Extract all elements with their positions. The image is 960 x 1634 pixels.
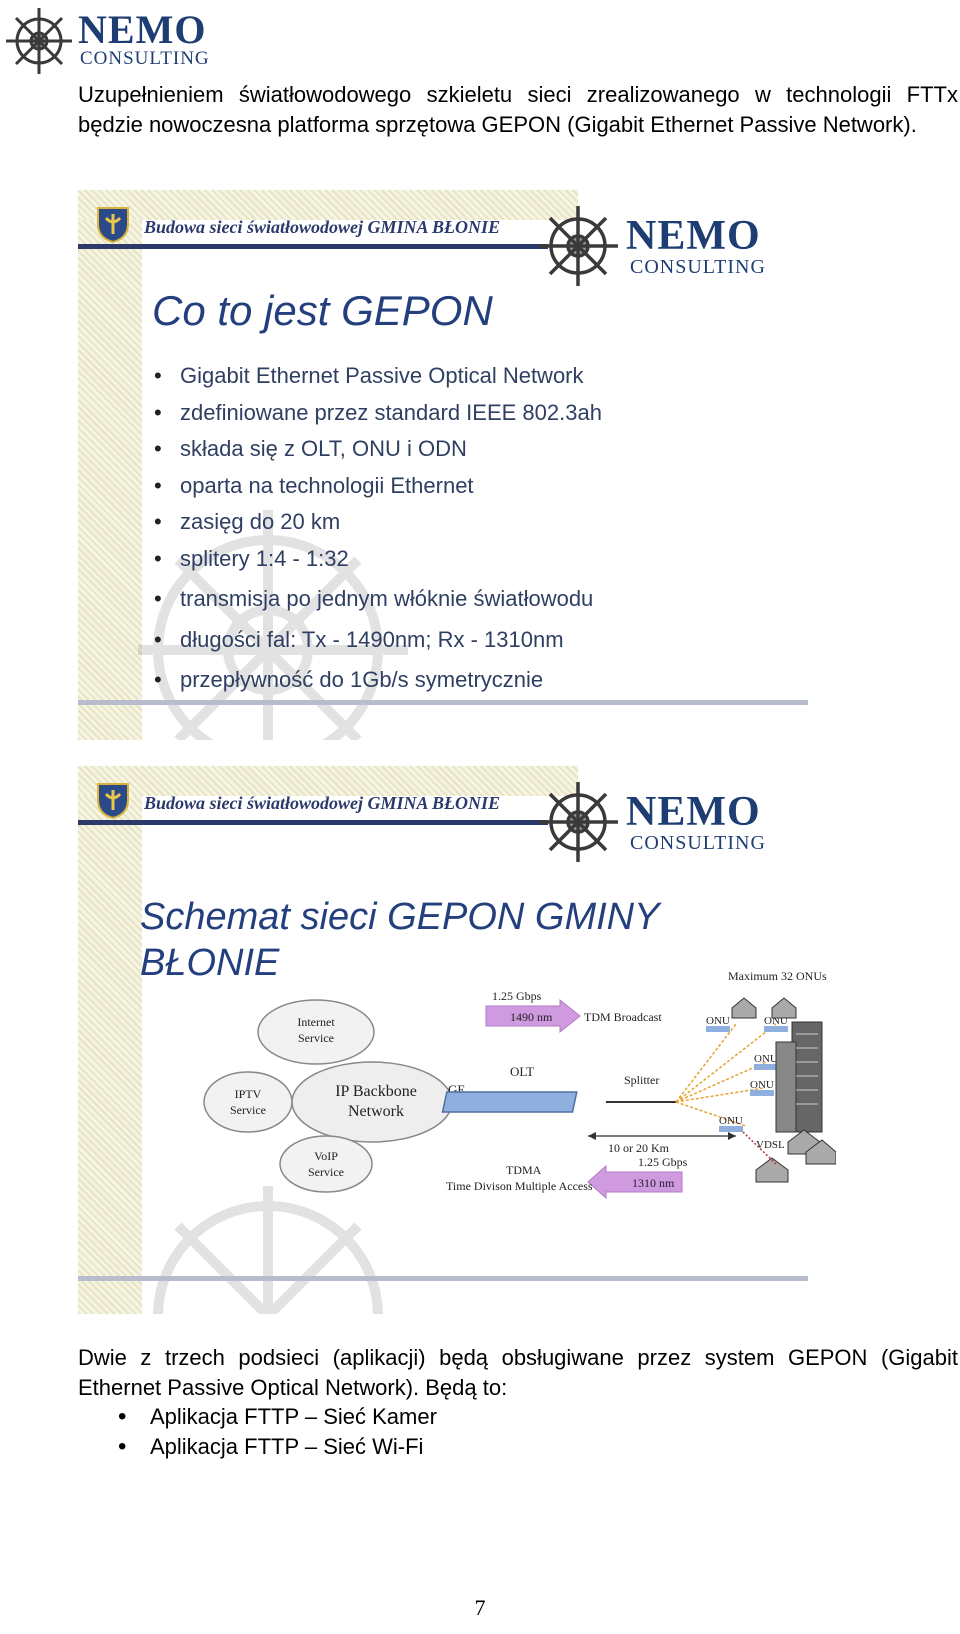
onu-device [750, 1090, 774, 1096]
slide-title: Schemat sieci GEPON GMINY BŁONIE [140, 894, 659, 986]
coat-of-arms-icon [97, 207, 129, 244]
slide-gepon-schema: Budowa sieci światłowodowej GMINA BŁONIE… [78, 766, 840, 1314]
slide-title-line2: BŁONIE [140, 942, 280, 984]
list-item: długości fal: Tx - 1490nm; Rx - 1310nm [154, 622, 602, 659]
backbone-label-2: Network [348, 1103, 404, 1120]
splitter-label: Splitter [624, 1073, 659, 1087]
onu-label: ONU [754, 1053, 778, 1065]
logo-consulting: CONSULTING [80, 48, 210, 69]
up-wave-label: 1310 nm [632, 1176, 675, 1190]
internet-label-1: Internet [297, 1015, 335, 1029]
list-item: oparta na technologii Ethernet [154, 468, 602, 505]
logo-nemo: NEMO [78, 7, 207, 52]
page-number: 7 [474, 1595, 486, 1620]
watermark-wheel-icon [153, 1186, 383, 1314]
onu-label: ONU [750, 1079, 774, 1091]
house-icon [731, 997, 836, 1183]
downstream-arrow [485, 998, 581, 1034]
slide-logo-nemo: NEMO [626, 789, 761, 835]
slide-logo-consulting: CONSULTING [630, 256, 766, 278]
olt-label: OLT [510, 1064, 534, 1079]
list-item: zdefiniowane przez standard IEEE 802.3ah [154, 395, 602, 432]
slide-subtitle: Budowa sieci światłowodowej GMINA BŁONIE [144, 793, 501, 813]
distance-label: 10 or 20 Km [608, 1141, 670, 1155]
outro-paragraph: Dwie z trzech podsieci (aplikacji) będą … [78, 1345, 958, 1400]
slide-title: Co to jest GEPON [152, 287, 493, 334]
down-rate-label: 1.25 Gbps [492, 989, 542, 1003]
list-item: składa się z OLT, ONU i ODN [154, 431, 602, 468]
ship-wheel-icon [538, 782, 618, 862]
tdm-label: TDM Broadcast [584, 1010, 662, 1024]
down-wave-label: 1490 nm [510, 1010, 553, 1024]
onu-device [719, 1126, 743, 1132]
backbone-label-1: IP Backbone [335, 1083, 417, 1100]
iptv-label-2: Service [230, 1103, 266, 1117]
iptv-label-1: IPTV [235, 1087, 262, 1101]
vdsl-label: VDSL [756, 1139, 785, 1151]
voip-label-1: VoIP [314, 1149, 338, 1163]
voip-label-2: Service [308, 1165, 344, 1179]
slide-subtitle: Budowa sieci światłowodowej GMINA BŁONIE [144, 217, 501, 237]
list-item: transmisja po jednym włóknie światłowodu [154, 581, 602, 618]
slide-title-line1: Schemat sieci GEPON GMINY [140, 896, 660, 938]
up-rate-label: 1.25 Gbps [638, 1155, 688, 1169]
tdma-label: TDMA [506, 1163, 542, 1177]
list-item: Aplikacja FTTP – Sieć Wi-Fi [118, 1432, 437, 1462]
onu-label: ONU [706, 1015, 730, 1027]
olt-device [441, 1091, 578, 1113]
intro-paragraph: Uzupełnieniem światłowodowego szkieletu … [78, 82, 958, 137]
cloud-internet [257, 999, 375, 1065]
ship-wheel-icon [538, 206, 618, 286]
header-logo: NEMO CONSULTING [4, 4, 224, 78]
list-item: Aplikacja FTTP – Sieć Kamer [118, 1402, 437, 1432]
onu-device [754, 1064, 778, 1070]
application-list: Aplikacja FTTP – Sieć Kamer Aplikacja FT… [118, 1402, 437, 1462]
ship-wheel-icon [6, 8, 72, 74]
coat-of-arms-icon [97, 783, 129, 820]
cloud-backbone [291, 1061, 453, 1143]
slide-gepon-definition: Budowa sieci światłowodowej GMINA BŁONIE… [78, 190, 840, 740]
onu-device [706, 1026, 730, 1032]
office-building-icon [775, 1021, 823, 1133]
max-onus-label: Maximum 32 ONUs [728, 969, 827, 983]
onu-device [764, 1026, 788, 1032]
cloud-iptv [203, 1071, 293, 1133]
gepon-feature-list: Gigabit Ethernet Passive Optical Network… [154, 358, 602, 699]
slide-logo-consulting: CONSULTING [630, 832, 766, 854]
onu-label: ONU [719, 1115, 743, 1127]
slide-logo-nemo: NEMO [626, 213, 761, 259]
gepon-network-diagram: Internet Service IP Backbone Network IPT… [203, 969, 836, 1200]
list-item: przepływność do 1Gb/s symetrycznie [154, 662, 602, 699]
list-item: splitery 1:4 - 1:32 [154, 541, 602, 578]
upstream-arrow [587, 1164, 683, 1200]
list-item: Gigabit Ethernet Passive Optical Network [154, 358, 602, 395]
distribution-fibers [675, 1023, 777, 1127]
cloud-voip [279, 1135, 373, 1193]
internet-label-2: Service [298, 1031, 334, 1045]
list-item: zasięg do 20 km [154, 504, 602, 541]
tdma-full-label: Time Divison Multiple Access [446, 1179, 593, 1193]
